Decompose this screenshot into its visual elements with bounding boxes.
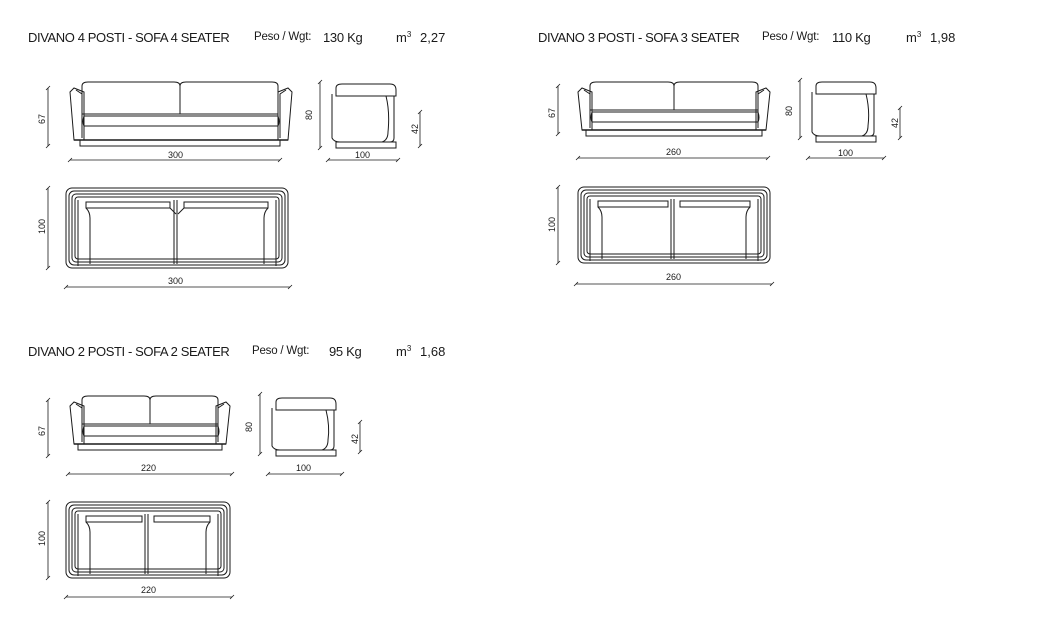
volume-value: 1,98 [930, 30, 956, 45]
sofa-drawings: 67 220 80 42 100 [37, 391, 363, 600]
plan-depth-dim [45, 499, 51, 581]
plan-depth-label: 100 [547, 217, 557, 232]
plan-width-dim [63, 284, 293, 290]
plan-view-drawing [65, 501, 231, 579]
volume-unit: m3 [396, 344, 412, 359]
side-height-dim [317, 79, 323, 151]
side-seat-label: 42 [350, 434, 360, 444]
plan-width-dim [573, 281, 775, 287]
sofa-title: DIVANO 4 POSTI - SOFA 4 SEATER [28, 30, 230, 45]
weight-value: 95 Kg [329, 344, 362, 359]
volume-value: 2,27 [420, 30, 446, 45]
side-depth-dim [265, 471, 345, 477]
sofa-4-seater-block: DIVANO 4 POSTI - SOFA 4 SEATER Peso / Wg… [28, 30, 468, 300]
side-seat-dim [897, 105, 903, 141]
plan-width-label: 220 [141, 585, 156, 595]
plan-view-drawing [577, 186, 771, 264]
side-height-dim [797, 77, 803, 141]
side-depth-label: 100 [296, 463, 311, 473]
weight-label: Peso / Wgt: [254, 31, 312, 43]
weight-value: 110 Kg [832, 30, 871, 45]
side-view-drawing [331, 83, 397, 149]
plan-width-label: 260 [666, 272, 681, 282]
weight-label: Peso / Wgt: [762, 31, 820, 43]
front-view-drawing [69, 395, 231, 451]
side-height-dim [257, 391, 263, 457]
side-height-label: 80 [784, 106, 794, 116]
sofa-header: DIVANO 4 POSTI - SOFA 4 SEATER Peso / Wg… [28, 30, 468, 50]
front-height-dim [555, 83, 561, 137]
front-width-label: 260 [666, 147, 681, 157]
sofa-3-seater-block: DIVANO 3 POSTI - SOFA 3 SEATER Peso / Wg… [538, 30, 978, 300]
side-depth-label: 100 [355, 150, 370, 160]
side-view-drawing [811, 81, 877, 143]
side-depth-dim [805, 155, 887, 161]
side-seat-label: 42 [890, 118, 900, 128]
side-view-drawing [271, 397, 337, 457]
side-height-label: 80 [304, 110, 314, 120]
front-width-dim [67, 157, 283, 163]
front-width-label: 220 [141, 463, 156, 473]
sofa-title: DIVANO 2 POSTI - SOFA 2 SEATER [28, 344, 230, 359]
sofa-header: DIVANO 3 POSTI - SOFA 3 SEATER Peso / Wg… [538, 30, 978, 50]
sofa-title: DIVANO 3 POSTI - SOFA 3 SEATER [538, 30, 740, 45]
side-seat-dim [357, 419, 363, 455]
plan-depth-dim [45, 185, 51, 271]
plan-width-label: 300 [168, 276, 183, 286]
front-width-label: 300 [168, 150, 183, 160]
plan-depth-dim [555, 184, 561, 266]
volume-unit: m3 [906, 30, 922, 45]
side-height-label: 80 [244, 422, 254, 432]
front-width-dim [575, 155, 771, 161]
plan-depth-label: 100 [37, 531, 47, 546]
sofa-drawings: 67 300 80 42 100 [37, 79, 423, 290]
volume-value: 1,68 [420, 344, 446, 359]
weight-value: 130 Kg [323, 30, 363, 45]
sofa-header: DIVANO 2 POSTI - SOFA 2 SEATER Peso / Wg… [28, 344, 468, 364]
side-depth-dim [325, 157, 401, 163]
plan-width-dim [63, 594, 235, 600]
side-seat-dim [417, 109, 423, 149]
front-height-dim [45, 85, 51, 149]
side-depth-label: 100 [838, 148, 853, 158]
volume-unit: m3 [396, 30, 412, 45]
front-height-dim [45, 397, 51, 459]
plan-view-drawing [65, 187, 289, 269]
front-height-label: 67 [547, 108, 557, 118]
sofa-2-seater-block: DIVANO 2 POSTI - SOFA 2 SEATER Peso / Wg… [28, 344, 468, 614]
weight-label: Peso / Wgt: [252, 345, 310, 357]
plan-depth-label: 100 [37, 219, 47, 234]
sofa-drawings: 67 260 80 42 100 [547, 77, 903, 287]
front-height-label: 67 [37, 114, 47, 124]
front-view-drawing [577, 81, 771, 137]
front-view-drawing [69, 81, 293, 147]
front-width-dim [65, 471, 235, 477]
side-seat-label: 42 [410, 124, 420, 134]
front-height-label: 67 [37, 426, 47, 436]
